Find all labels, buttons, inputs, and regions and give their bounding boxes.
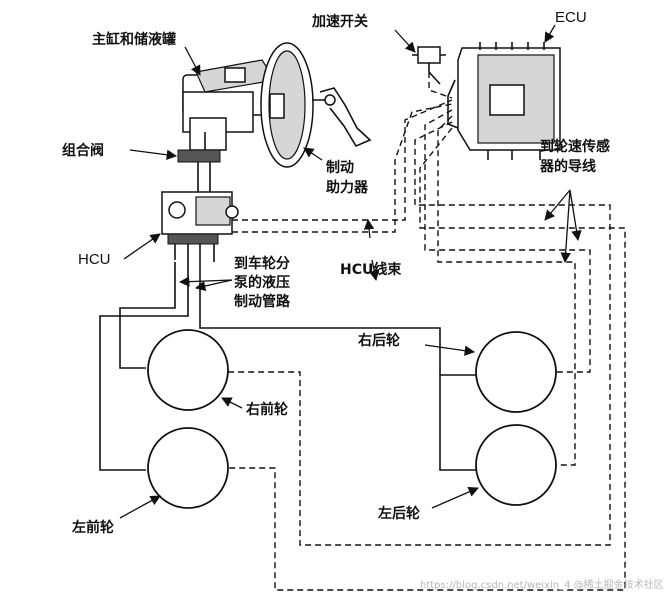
wheel-left-rear <box>475 424 557 506</box>
sensor-wiring <box>228 72 626 591</box>
hcu-unit <box>161 191 239 262</box>
label-hcu-harness: HCU线束 <box>340 261 402 278</box>
brake-booster <box>260 42 372 168</box>
label-accel-switch: 加速开关 <box>311 13 368 30</box>
label-master-cylinder: 主缸和储液罐 <box>92 31 176 48</box>
accel-switch <box>412 46 446 85</box>
label-combination-valve: 组合阀 <box>62 142 104 159</box>
label-left-rear: 左后轮 <box>377 505 420 522</box>
combination-valve <box>177 132 221 192</box>
label-hydraulic-lines-2: 泵的液压 <box>234 274 290 291</box>
label-sensor-wires-2: 器的导线 <box>539 158 596 175</box>
watermark: https://blog.csdn.net/weixin_4 @稀土掘金技术社区 <box>420 578 664 591</box>
wheel-left-front <box>147 427 229 509</box>
label-brake-booster-2: 助力器 <box>326 179 369 196</box>
label-ecu: ECU <box>555 9 587 26</box>
label-hydraulic-lines-1: 到车轮分 <box>234 255 290 272</box>
label-hcu: HCU <box>78 251 111 268</box>
wheel-right-rear <box>475 331 557 413</box>
label-left-front: 左前轮 <box>71 519 114 536</box>
label-sensor-wires-1: 到轮速传感 <box>540 138 610 155</box>
ecu-unit <box>447 42 561 160</box>
label-right-front: 右前轮 <box>245 401 288 418</box>
hydraulic-brake-lines <box>99 244 476 471</box>
label-brake-booster-1: 制动 <box>326 159 354 176</box>
wheel-right-front <box>147 329 229 411</box>
label-hydraulic-lines-3: 制动管路 <box>234 293 291 310</box>
label-right-rear: 右后轮 <box>357 332 400 349</box>
master-cylinder-reservoir <box>182 59 276 151</box>
leader-arrows <box>119 24 582 519</box>
